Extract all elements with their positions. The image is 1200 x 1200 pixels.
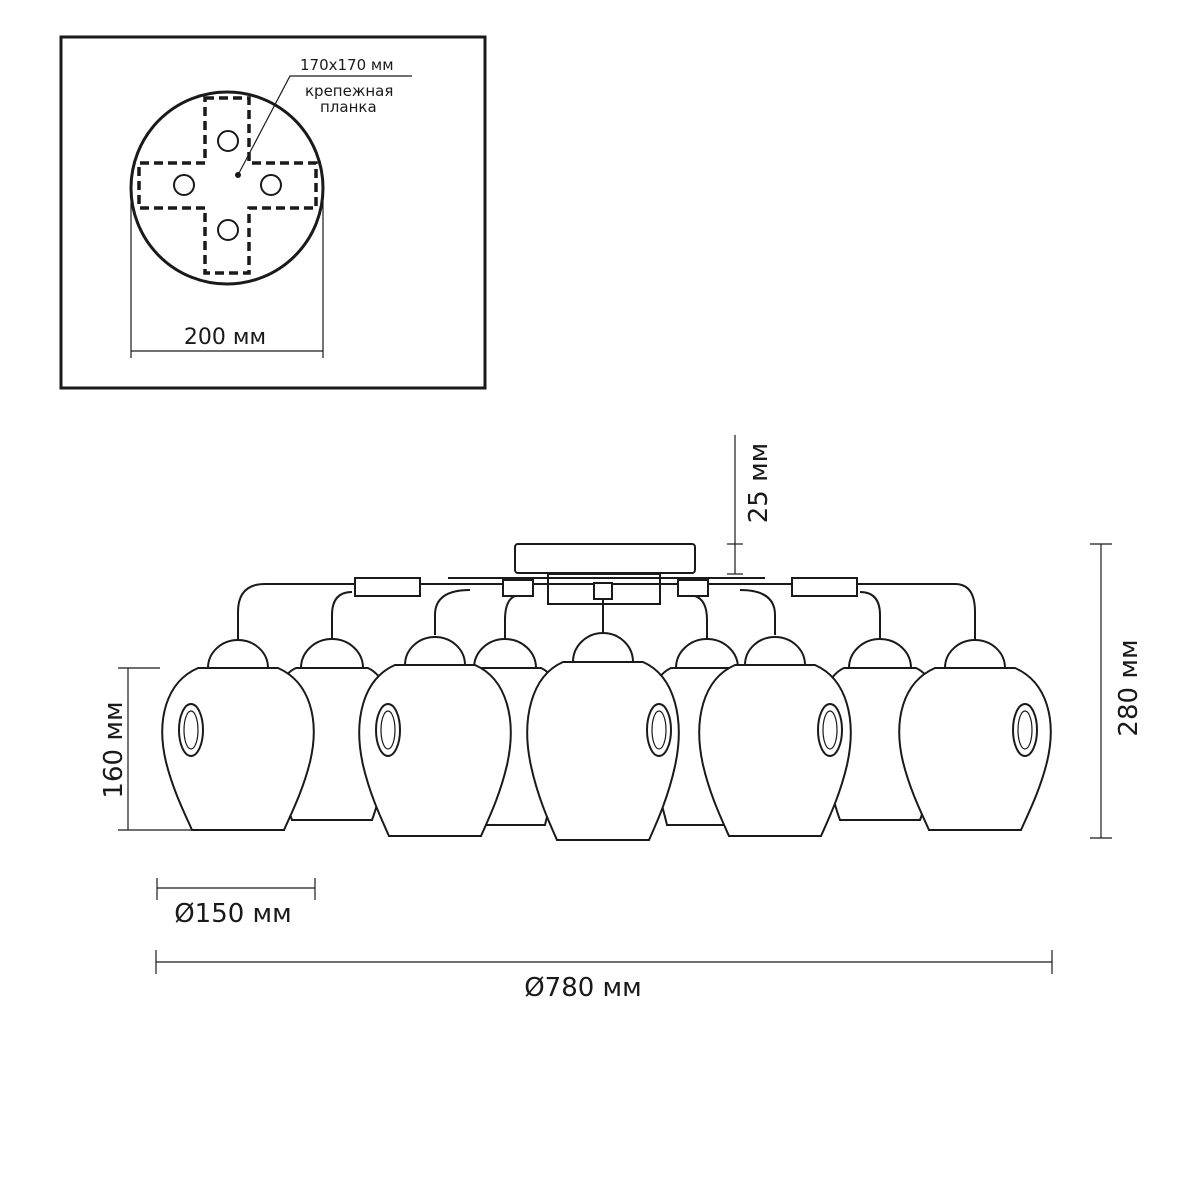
arm-4 [504,595,516,640]
rail-connector-right [791,577,858,597]
total-diameter-label: Ø780 мм [524,973,642,1003]
canopy-height-label: 25 мм [744,443,774,524]
shade [698,636,852,837]
shade [358,636,512,837]
hub-clip-left [502,579,534,597]
dim-total-height: 280 мм [1090,543,1144,839]
inset-frame [59,35,487,390]
shade [898,639,1052,831]
shade [526,632,680,841]
rail-connector-left [354,577,421,597]
dim-shade-diameter: Ø150 мм [156,878,316,929]
dim-canopy: 25 мм [727,435,774,575]
mount-hole-left [173,174,195,196]
shades [161,632,1052,841]
mount-hole-top [217,130,239,152]
arm-2 [331,591,353,640]
canopy [514,543,696,574]
shade-diameter-label: Ø150 мм [174,899,292,929]
arm-9 [954,583,976,640]
arm-6 [694,595,708,640]
shade-height-label: 160 мм [99,701,129,798]
base-circle [129,90,325,286]
mounting-plate-outline [137,96,318,275]
plate-name-line2: планка [320,98,377,116]
chandelier-side-view [161,543,1052,841]
mount-hole-bottom [217,219,239,241]
arm-7 [739,589,776,635]
mount-hole-right [260,174,282,196]
mounting-inset: 170x170 мм крепежная планка 200 мм [59,35,487,390]
plate-name-line1: крепежная [305,82,393,100]
dim-total-diameter: Ø780 мм [155,950,1053,1003]
hub-clip-right [677,579,709,597]
arm-8 [859,591,881,640]
shade [161,639,315,831]
arm-3 [434,589,471,635]
base-diameter-label: 200 мм [184,325,266,350]
hub-clip-center [593,582,613,600]
total-height-label: 280 мм [1114,639,1144,736]
plate-size-label: 170x170 мм [300,56,394,74]
arm-1 [237,583,266,640]
leader-line [237,75,412,176]
dim-shade-height: 160 мм [99,667,195,831]
